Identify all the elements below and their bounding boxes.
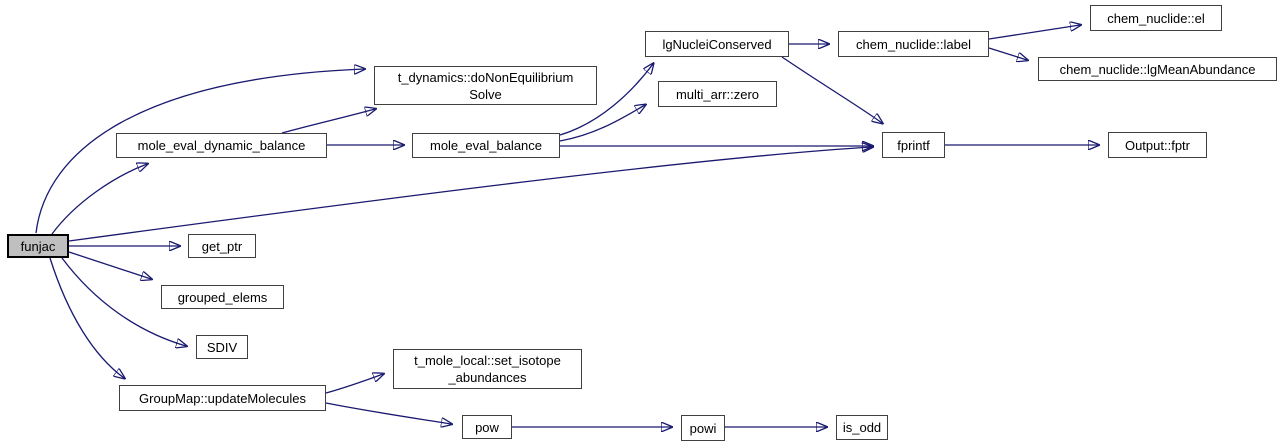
edge-mole-eval-dynamic-balance-to-dononequilibriumsolve [281,109,375,134]
node-mole-eval-balance[interactable]: mole_eval_balance [412,133,560,158]
edge-funjac-to-mole-eval-dynamic-balance [51,164,147,235]
node-get-ptr[interactable]: get_ptr [188,234,256,258]
edge-mole-eval-balance-to-multi-arr-zero [559,105,645,142]
node-powi[interactable]: powi [681,415,725,441]
edge-chem-nuclide-label-to-chem-nuclide-el [988,25,1080,40]
edge-chem-nuclide-label-to-lgmeanabundance [988,47,1027,60]
node-chem-nuclide-lgmeanabundance[interactable]: chem_nuclide::lgMeanAbundance [1038,57,1277,81]
node-mole-eval-dynamic-balance[interactable]: mole_eval_dynamic_balance [116,133,327,158]
edge-funjac-to-updatemolecules [49,257,124,378]
node-sdiv[interactable]: SDIV [196,335,248,359]
edge-lgnucleiconserved-to-fprintf [781,56,882,123]
node-fprintf[interactable]: fprintf [882,132,945,158]
node-output-fptr[interactable]: Output::fptr [1108,132,1207,158]
node-lgnucleiconserved[interactable]: lgNucleiConserved [645,31,789,57]
node-groupmap-updatemolecules[interactable]: GroupMap::updateMolecules [119,385,326,411]
edge-updatemolecules-to-pow [325,402,451,424]
node-funjac: funjac [7,234,69,258]
node-t-mole-local-set-isotope-abundances[interactable]: t_mole_local::set_isotope _abundances [393,349,582,389]
edge-funjac-to-sdiv [61,257,186,346]
edge-funjac-to-fprintf [68,147,872,242]
node-t-dynamics-dononequilibriumsolve[interactable]: t_dynamics::doNonEquilibrium Solve [374,66,597,105]
node-pow[interactable]: pow [462,415,512,439]
node-is-odd[interactable]: is_odd [836,415,888,440]
edge-updatemolecules-to-set-isotope-abundances [325,374,383,394]
edge-mole-eval-balance-to-lgnucleiconserved [559,64,653,136]
node-multi-arr-zero[interactable]: multi_arr::zero [658,81,777,107]
node-grouped-elems[interactable]: grouped_elems [161,285,284,309]
node-chem-nuclide-label[interactable]: chem_nuclide::label [838,31,989,57]
node-chem-nuclide-el[interactable]: chem_nuclide::el [1090,5,1222,31]
edge-funjac-to-dononequilibriumsolve [35,69,364,234]
edge-funjac-to-grouped-elems [68,251,151,279]
